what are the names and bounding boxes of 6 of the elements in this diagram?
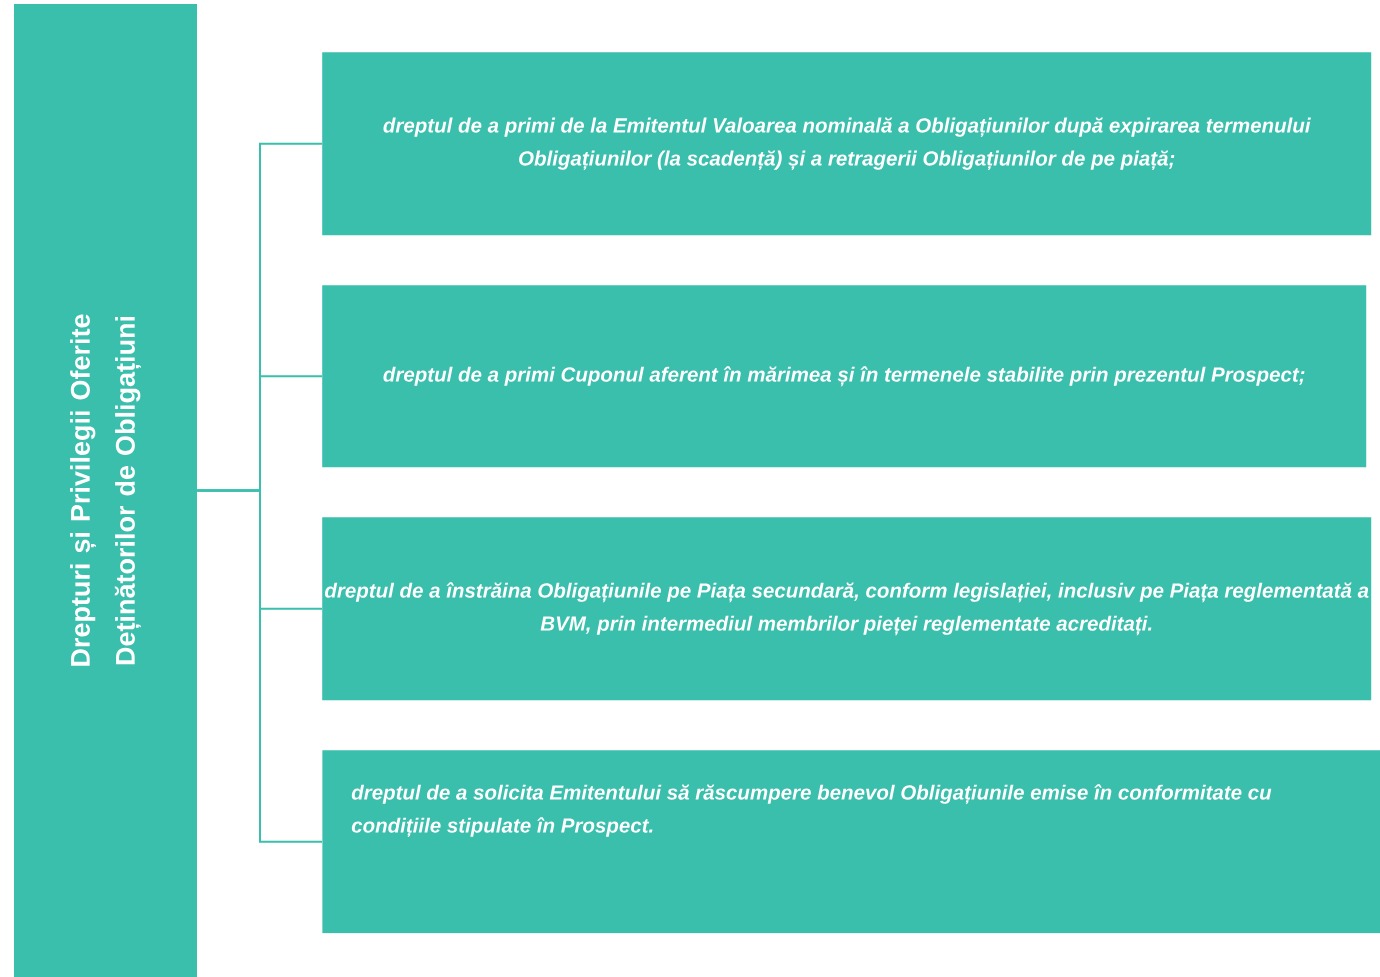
text-box: dreptul de a solicita Emitentului să răscumpere benevol Obligațiunile emise în conformitate cu condițiile stipulate în Prospect.	[322, 750, 1380, 934]
text-box: dreptul de a primi Cuponul aferent în mărimea și în termenele stabilite prin prezentul Prospect;	[322, 285, 1367, 468]
title-bar: Drepturi și Privilegii Oferite Deținătorilor de Obligațiuni	[14, 4, 197, 977]
text-box: dreptul de a primi de la Emitentul Valoarea nominală a Obligațiunilor după expirarea termenului Obligațiunilor (la scadență) și a retragerii Obligațiunilor de pe piață;	[322, 52, 1372, 236]
connector-line	[196, 489, 323, 843]
text-box: dreptul de a înstrăina Obligațiunile pe Piața secundară, conform legislației, inclusiv pe Piața reglementată a BVM, prin intermediul membrilor pieței reglementate acreditați.	[322, 517, 1372, 701]
